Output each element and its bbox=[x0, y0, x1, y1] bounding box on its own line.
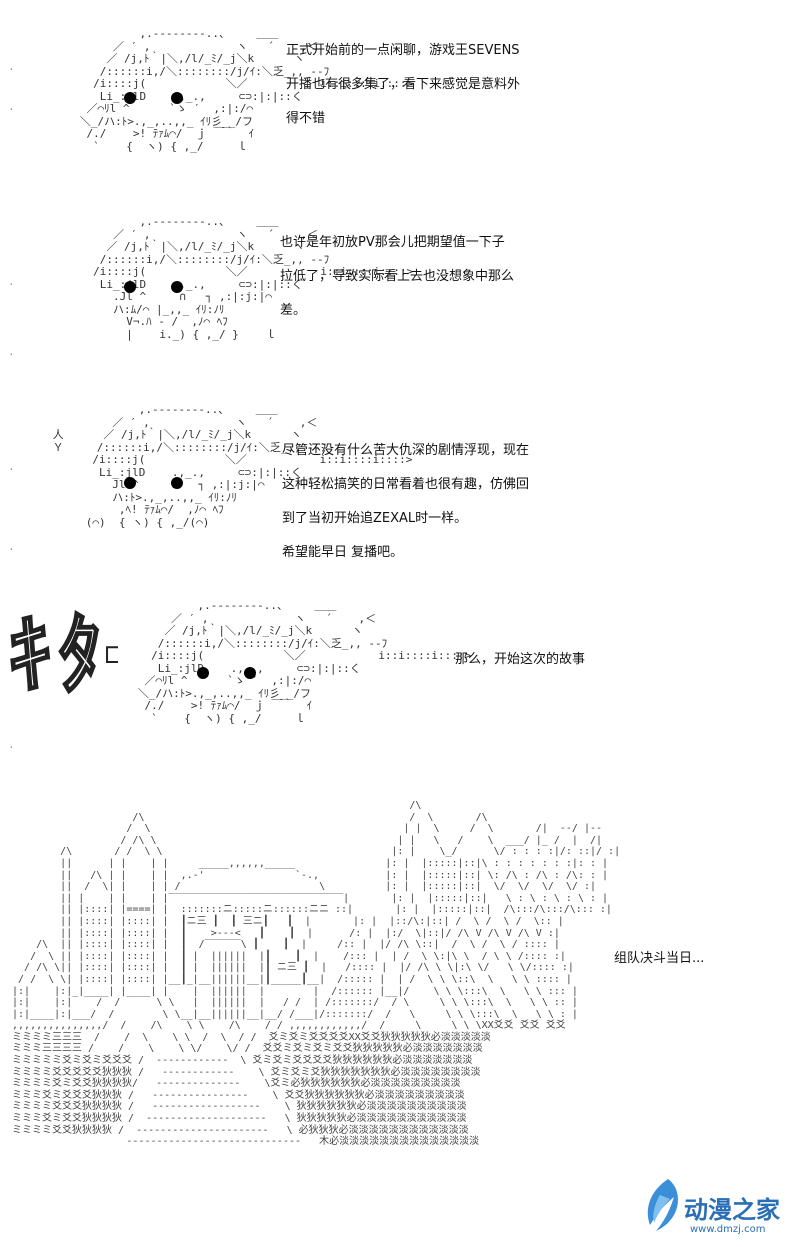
dmzj-logo-icon bbox=[647, 1179, 678, 1231]
ascii-art-character-4: ,.-‐‐‐‐‐‐-..、 ＿＿ ／ ′ , ヽ ´ ,＜ ／ /j,ﾄ｀|＼,… bbox=[118, 599, 472, 725]
eye-left-2 bbox=[124, 281, 136, 293]
panel-3-line-2: 这种轻松搞笑的日常看着也很有趣，仿佛回 bbox=[282, 477, 530, 492]
eye-left-1 bbox=[124, 92, 136, 104]
watermark-name: 动漫之家 bbox=[684, 1196, 780, 1224]
margin-dot: . bbox=[8, 275, 15, 288]
margin-dot: . bbox=[8, 540, 15, 553]
panel-2-line-2: 拉低了，导致实际看上去也没想象中那么 bbox=[280, 269, 515, 284]
panel-2-line-1: 也许是年初放PV那会儿把期望值一下子 bbox=[280, 235, 505, 250]
landscape-caption: 组队决斗当日... bbox=[614, 951, 705, 966]
margin-dot: . bbox=[8, 345, 15, 358]
eye-right-1 bbox=[171, 92, 183, 104]
ascii-art-character-1: ,.-‐‐‐‐‐‐-..、 ＿＿ ／ ′ , ヽ ´ ,＜ ／ /j,ﾄ｀|＼,… bbox=[79, 27, 414, 153]
ascii-art-castle-landscape: /\ /\ / \ /\ / \ | | \ / \ /| ‐‐/ |‐‐ bbox=[12, 800, 621, 1148]
eye-left-4 bbox=[197, 667, 209, 679]
panel-1-line-1: 正式开始前的一点闲聊，游戏王SEVENS bbox=[286, 43, 520, 58]
eye-right-4 bbox=[244, 667, 256, 679]
margin-dot: . bbox=[8, 60, 15, 73]
shout-caption: 那么，开始这次的故事 bbox=[455, 652, 586, 667]
panel-3-line-1: 尽管还没有什么苦大仇深的剧情浮现，现在 bbox=[282, 443, 530, 458]
ascii-art-character-3: ,.-‐‐‐‐‐‐-..、 ＿＿ ／ ′ , ヽ ´ ,＜ 人 ／ /j,ﾄ｀|… bbox=[52, 403, 413, 529]
eye-right-3 bbox=[171, 477, 183, 489]
eye-left-3 bbox=[124, 477, 136, 489]
watermark-url: www.dmzj.com bbox=[690, 1224, 766, 1235]
margin-dot: . bbox=[8, 100, 15, 113]
panel-3-line-4: 希望能早日 复播吧。 bbox=[282, 545, 404, 560]
panel-3-text: 尽管还没有什么苦大仇深的剧情浮现，现在 这种轻松搞笑的日常看着也很有趣，仿佛回 … bbox=[282, 434, 529, 570]
panel-1-line-3: 得不错 bbox=[286, 111, 326, 126]
eye-right-2 bbox=[171, 281, 183, 293]
panel-2-text: 也许是年初放PV那会儿把期望值一下子 拉低了，导致实际看上去也没想象中那么 差。 bbox=[280, 226, 514, 328]
ascii-art-character-2: ,.-‐‐‐‐‐‐-..、 ＿＿ ／ ′ , ヽ ´ ,＜ ／ /j,ﾄ｀|＼,… bbox=[93, 215, 414, 341]
panel-3-line-3: 到了当初开始追ZEXAL时一样。 bbox=[282, 511, 468, 526]
margin-dot: . bbox=[8, 460, 15, 473]
panel-1-text: 正式开始前的一点闲聊，游戏王SEVENS 开播也有很多集了，看下来感觉是意料外 … bbox=[286, 34, 520, 136]
panel-1-line-2: 开播也有很多集了，看下来感觉是意料外 bbox=[286, 77, 521, 92]
panel-2-line-3: 差。 bbox=[280, 303, 307, 318]
margin-dot: . bbox=[8, 738, 15, 751]
